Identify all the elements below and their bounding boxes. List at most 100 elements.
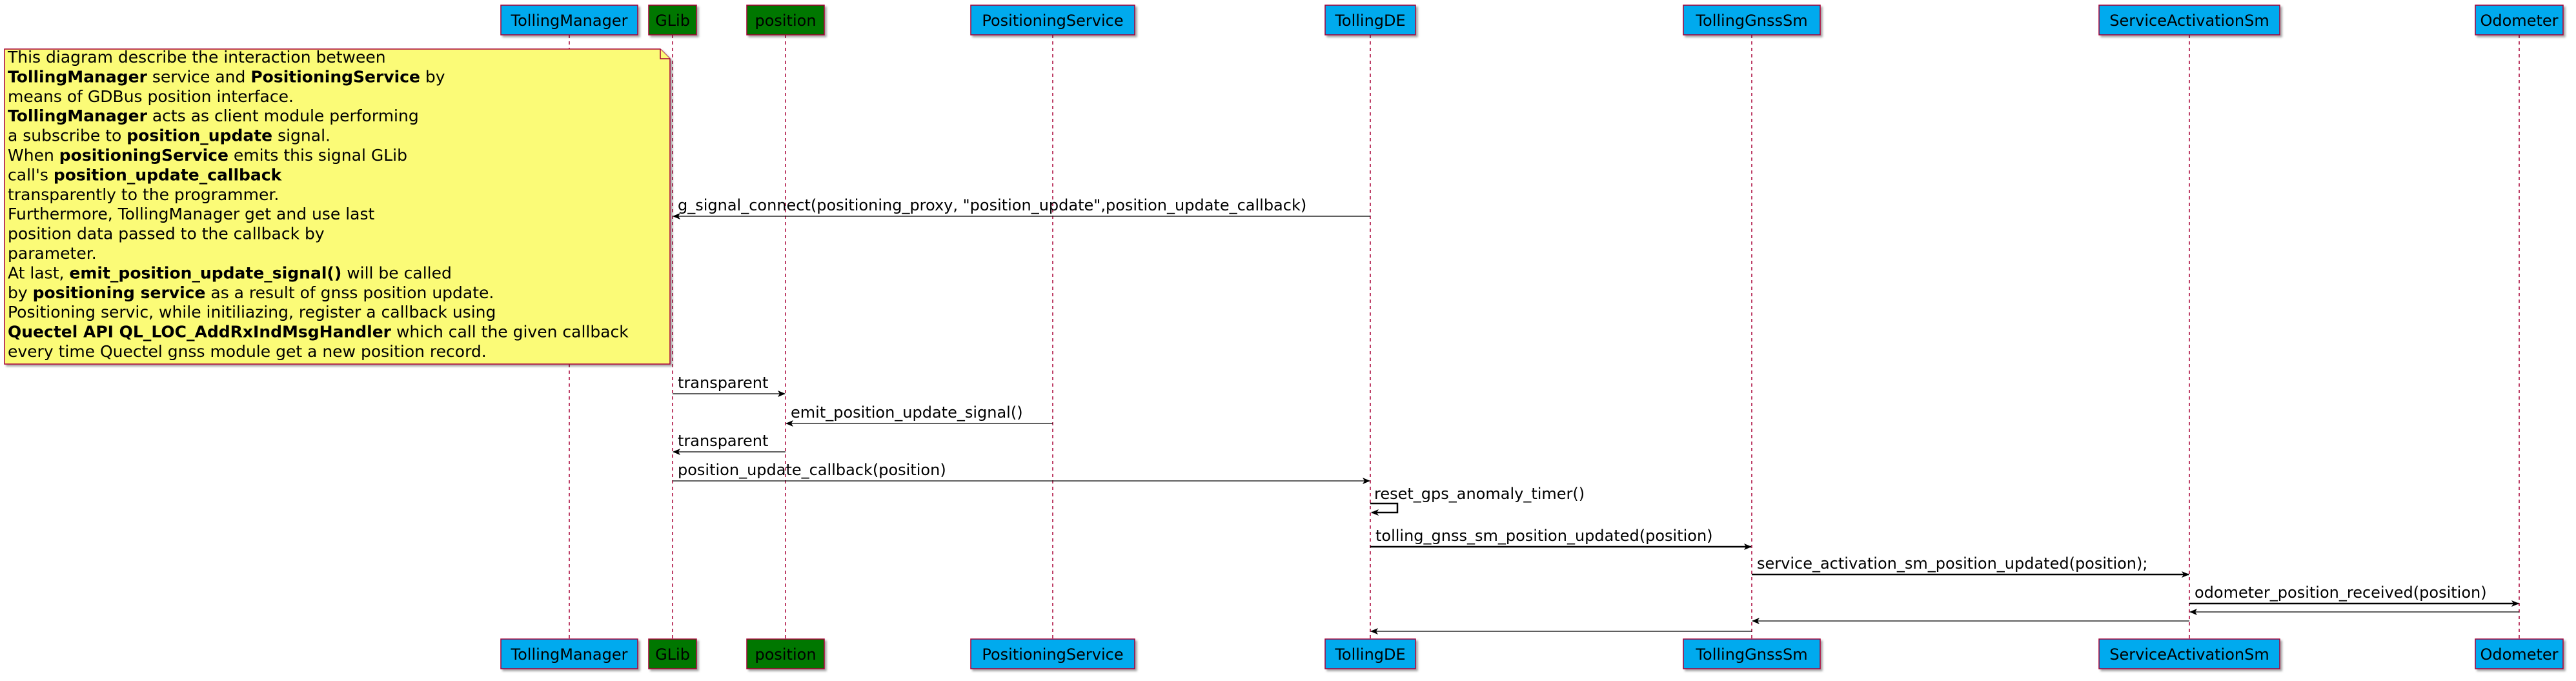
message-2[interactable]: transparent [673, 374, 786, 397]
participant-box [746, 5, 825, 36]
message-1[interactable]: g_signal_connect(positioning_proxy, "pos… [673, 196, 1370, 219]
message-label: transparent [678, 374, 768, 392]
participant-label: ServiceActivationSm [2109, 645, 2269, 664]
message-label: emit_position_update_signal() [791, 403, 1023, 422]
participant-label: GLib [655, 12, 690, 30]
note-segment: At last, [8, 263, 69, 282]
participant-od-bottom[interactable]: Odometer [2475, 638, 2564, 669]
note-segment: This diagram describe the interaction be… [7, 48, 386, 66]
note-segment: every time Quectel gnss module get a new… [8, 342, 487, 361]
message-label: reset_gps_anomaly_timer() [1374, 485, 1585, 503]
message-3[interactable]: emit_position_update_signal() [786, 403, 1053, 427]
participant-gl-bottom[interactable]: GLib [648, 638, 697, 669]
note-line: position data passed to the callback by [8, 225, 325, 243]
note-line: TollingManager service and PositioningSe… [8, 67, 445, 86]
participant-box [500, 638, 638, 669]
note-line: parameter. [8, 244, 97, 263]
participant-pos-top[interactable]: position [746, 5, 825, 36]
message-5[interactable]: position_update_callback(position) [673, 461, 1370, 484]
participant-box [1324, 638, 1416, 669]
note-segment: emit_position_update_signal() [69, 263, 341, 282]
participant-gl-top[interactable]: GLib [648, 5, 697, 36]
participant-od-top[interactable]: Odometer [2475, 5, 2564, 36]
message-4[interactable]: transparent [673, 432, 786, 455]
participant-label: TollingDE [1334, 12, 1405, 30]
participant-tm-top[interactable]: TollingManager [500, 5, 638, 36]
participant-sa-bottom[interactable]: ServiceActivationSm [2098, 638, 2280, 669]
note-line: by positioning service as a result of gn… [8, 283, 494, 302]
note-segment: means of GDBus position interface. [8, 87, 294, 106]
note-segment: as a result of gnss position update. [205, 283, 494, 302]
participant-sa-top[interactable]: ServiceActivationSm [2098, 5, 2280, 36]
participant-label: TollingDE [1334, 645, 1405, 664]
participant-box [1683, 5, 1821, 36]
participant-tg-top[interactable]: TollingGnssSm [1683, 5, 1821, 36]
note-body [4, 48, 671, 365]
note-fold [660, 49, 670, 59]
message-arrow [1370, 502, 1399, 516]
participant-box [1683, 638, 1821, 669]
participant-label: ServiceActivationSm [2109, 12, 2269, 30]
message-7[interactable]: tolling_gnss_sm_position_updated(positio… [1370, 527, 1752, 550]
participant-label: position [755, 645, 816, 664]
note-segment: by [8, 283, 33, 302]
participant-box [2098, 5, 2280, 36]
message-label: tolling_gnss_sm_position_updated(positio… [1375, 527, 1713, 545]
note-segment: a subscribe to [8, 127, 127, 145]
participant-label: TollingManager [511, 12, 628, 30]
message-label: position_update_callback(position) [678, 461, 946, 479]
messages: g_signal_connect(positioning_proxy, "pos… [673, 196, 2519, 635]
note-line: call's position_update_callback [8, 165, 283, 184]
participant-label: position [755, 12, 816, 30]
participant-label: PositioningService [982, 645, 1123, 664]
note-line: a subscribe to position_update signal. [8, 127, 330, 145]
participant-box [970, 5, 1135, 36]
message-label: g_signal_connect(positioning_proxy, "pos… [678, 196, 1306, 214]
note-segment: TollingManager [8, 67, 148, 86]
participant-box [1324, 5, 1416, 36]
note-segment: PositioningService [250, 67, 420, 86]
participant-tm-bottom[interactable]: TollingManager [500, 638, 638, 669]
message-label: transparent [678, 432, 768, 450]
note-segment: parameter. [8, 244, 97, 263]
message-label: odometer_position_received(position) [2195, 584, 2487, 602]
note-line: means of GDBus position interface. [8, 87, 294, 106]
participant-box [970, 638, 1135, 669]
participant-ps-bottom[interactable]: PositioningService [970, 638, 1135, 669]
note-segment: transparently to the programmer. [8, 185, 279, 204]
participant-box [500, 5, 638, 36]
message-8[interactable]: service_activation_sm_position_updated(p… [1752, 554, 2189, 578]
participant-ps-top[interactable]: PositioningService [970, 5, 1135, 36]
message-9[interactable]: odometer_position_received(position) [2189, 584, 2519, 607]
note-segment: acts as client module performing [147, 107, 419, 125]
note-line: Quectel API QL_LOC_AddRxIndMsgHandler wh… [8, 323, 629, 341]
participant-pos-bottom[interactable]: position [746, 638, 825, 669]
note-line: When positioningService emits this signa… [8, 146, 407, 165]
note-segment: Positioning servic, while initiliazing, … [8, 303, 496, 321]
participant-td-top[interactable]: TollingDE [1324, 5, 1416, 36]
note-line: Positioning servic, while initiliazing, … [8, 303, 496, 321]
note-segment: Quectel API QL_LOC_AddRxIndMsgHandler [8, 323, 392, 341]
note-line: transparently to the programmer. [8, 185, 279, 204]
description-note: This diagram describe the interaction be… [4, 48, 671, 365]
note-segment: service and [147, 67, 250, 86]
note-segment: call's [8, 165, 54, 184]
note-segment: position_update_callback [54, 165, 283, 184]
participant-box [648, 5, 697, 36]
note-segment: by [420, 67, 445, 86]
lifelines [569, 35, 2520, 639]
message-6[interactable]: reset_gps_anomaly_timer() [1370, 485, 1585, 516]
participant-box [746, 638, 825, 669]
note-line: TollingManager acts as client module per… [8, 107, 419, 125]
participant-label: TollingGnssSm [1695, 645, 1807, 664]
participant-heads-top: TollingManager GLib position PositioningSer… [500, 5, 2564, 36]
participant-box [648, 638, 697, 669]
participant-td-bottom[interactable]: TollingDE [1324, 638, 1416, 669]
note-layer: This diagram describe the interaction be… [4, 48, 671, 365]
message-label: service_activation_sm_position_updated(p… [1757, 554, 2147, 573]
participant-label: PositioningService [982, 12, 1123, 30]
participant-box [2475, 5, 2564, 36]
participant-tg-bottom[interactable]: TollingGnssSm [1683, 638, 1821, 669]
note-segment: positioning service [33, 283, 206, 302]
